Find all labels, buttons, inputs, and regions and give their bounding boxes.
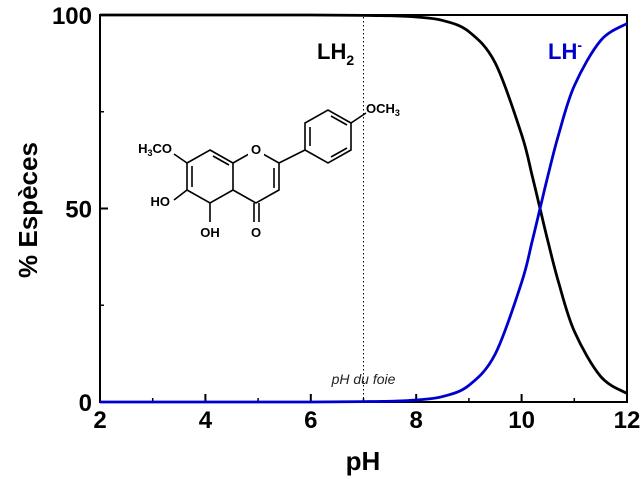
x-axis-ticks: 2 4 6 8 10 12 xyxy=(93,394,640,434)
molecule-methoxy-left-sub: 3 xyxy=(147,148,152,158)
y-tick-label: 100 xyxy=(52,3,92,30)
molecule-methoxy-a-bond xyxy=(173,153,188,164)
molecule-hydroxy-bottom: OH xyxy=(200,225,220,240)
liver-ph-annotation: pH du foie xyxy=(331,371,396,387)
molecule-methoxy-left-h: H xyxy=(138,141,147,156)
molecule-methoxy-left-co: CO xyxy=(153,141,173,156)
molecule-methoxy-left: H3CO xyxy=(138,141,172,158)
molecule-structure xyxy=(173,109,367,222)
molecule-methoxy-right: OCH3 xyxy=(366,101,400,118)
molecule-ring-b-double-2 xyxy=(330,115,348,126)
molecule-atom-labels: O O OH HO H3CO OCH3 xyxy=(138,101,400,240)
x-tick-label: 6 xyxy=(304,407,317,434)
molecule-ring-oxygen: O xyxy=(251,142,261,157)
molecule-hydroxy-left: HO xyxy=(151,194,171,209)
molecule-methoxy-right-och: OCH xyxy=(366,101,395,116)
y-axis-title: % Espèces xyxy=(13,142,43,278)
series-label-lh-minus: LH- xyxy=(548,37,582,64)
x-tick-label: 2 xyxy=(93,407,106,434)
y-tick-label: 0 xyxy=(79,390,92,417)
molecule-ring-b-connector xyxy=(278,149,306,164)
series-label-lh-minus-superscript: - xyxy=(577,37,582,53)
x-tick-label: 4 xyxy=(199,407,213,434)
series-label-lh2-main: LH xyxy=(317,39,346,64)
molecule-carbonyl-oxygen: O xyxy=(251,225,261,240)
molecule-methoxy-right-sub: 3 xyxy=(395,108,400,118)
series-label-lh2-subscript: 2 xyxy=(346,52,354,68)
molecule-methoxy-b-bond xyxy=(350,112,367,124)
molecule-ring-o-mask xyxy=(248,141,264,158)
molecule-ring-b xyxy=(304,109,352,164)
x-tick-label: 8 xyxy=(410,407,423,434)
y-tick-label: 50 xyxy=(65,197,92,224)
series-label-lh-minus-main: LH xyxy=(548,39,577,64)
molecule-ring-b-double-3 xyxy=(330,147,348,158)
series-line-lh-minus xyxy=(100,22,628,404)
series-line-lh2 xyxy=(100,13,628,395)
series-label-lh2: LH2 xyxy=(317,39,354,68)
x-tick-label: 10 xyxy=(508,407,535,434)
x-tick-label: 12 xyxy=(614,407,641,434)
molecule-ring-a-double-2 xyxy=(212,155,230,166)
molecule-hydroxy-a-bond xyxy=(173,189,188,201)
molecule-ring-a xyxy=(186,149,234,204)
x-axis-title: pH xyxy=(346,446,381,476)
